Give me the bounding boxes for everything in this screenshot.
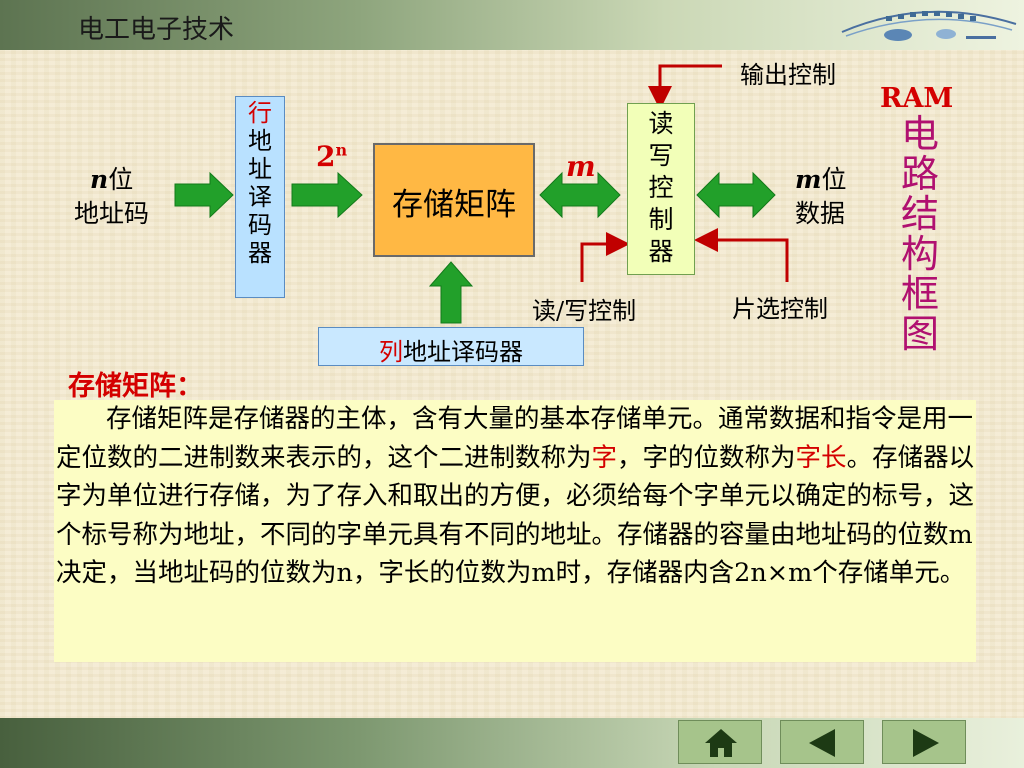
bottom-bar: [0, 718, 1024, 768]
data-out-label-2: 数据: [795, 199, 846, 228]
prev-icon: [809, 729, 835, 757]
highlight-word: 字: [591, 442, 618, 473]
column-decoder-label: 列地址译码器: [379, 338, 523, 366]
count-2n-label: 2n: [316, 140, 348, 173]
paragraph-body: 存储矩阵是存储器的主体，含有大量的基本存储单元。通常数据和指令是用一定位数的二进…: [56, 400, 980, 593]
paragraph-heading: 存储矩阵：: [68, 371, 203, 402]
rw-control-arrow: [580, 232, 630, 282]
m-width-label: m: [566, 150, 596, 183]
home-button[interactable]: [678, 720, 762, 764]
rw-controller-text: 读 写 控 制 器: [648, 109, 674, 266]
chip-select-label: 片选控制: [732, 295, 828, 323]
paragraph-text-3: 。存储器以字为单位进行存储，为了存入和取出的方便，必须给每个字单元以确定的标号，…: [56, 442, 975, 589]
matrix-rw-arrow: [539, 171, 621, 219]
row-decoder-box: 行 地 址 译 码 器: [235, 96, 285, 298]
title-bar: 电工电子技术: [0, 0, 1024, 50]
side-title-vertical: 电 路 结 构 框 图: [900, 112, 939, 356]
column-decoder-box: 列地址译码器: [318, 327, 584, 366]
course-title: 电工电子技术: [78, 15, 235, 45]
storage-matrix-label: 存储矩阵: [392, 187, 516, 223]
next-button[interactable]: [882, 720, 966, 764]
storage-matrix-box: 存储矩阵: [373, 143, 535, 257]
row-decoder-text: 行 地 址 译 码 器: [248, 99, 272, 267]
addr-in-arrow: [174, 171, 234, 219]
logo-icon: [841, 10, 1017, 41]
side-title-ram: RAM: [880, 83, 954, 114]
rw-data-arrow: [696, 171, 776, 219]
output-control-arrow: [648, 64, 722, 110]
input-addr-label-1: n位: [90, 165, 134, 194]
prev-button[interactable]: [780, 720, 864, 764]
home-icon: [705, 729, 737, 757]
rw-controller-box: 读 写 控 制 器: [627, 103, 695, 275]
highlight-word-length: 字长: [795, 442, 847, 473]
chip-select-arrow: [694, 228, 789, 282]
input-addr-label-2: 地址码: [74, 199, 150, 228]
rw-control-label: 读/写控制: [532, 297, 637, 325]
paragraph-text-1: 存储矩阵是存储器的主体，含有大量的基本存储单元。通常数据和指令是用一定位数的二进…: [56, 404, 974, 473]
next-icon: [913, 729, 939, 757]
col-to-matrix-arrow: [428, 261, 474, 324]
paragraph-background: [54, 400, 976, 662]
output-control-label: 输出控制: [740, 61, 836, 89]
paragraph-text-2: ，字的位数称为: [617, 442, 796, 473]
data-out-label-1: m位: [795, 165, 847, 194]
row-to-matrix-arrow: [291, 171, 363, 219]
